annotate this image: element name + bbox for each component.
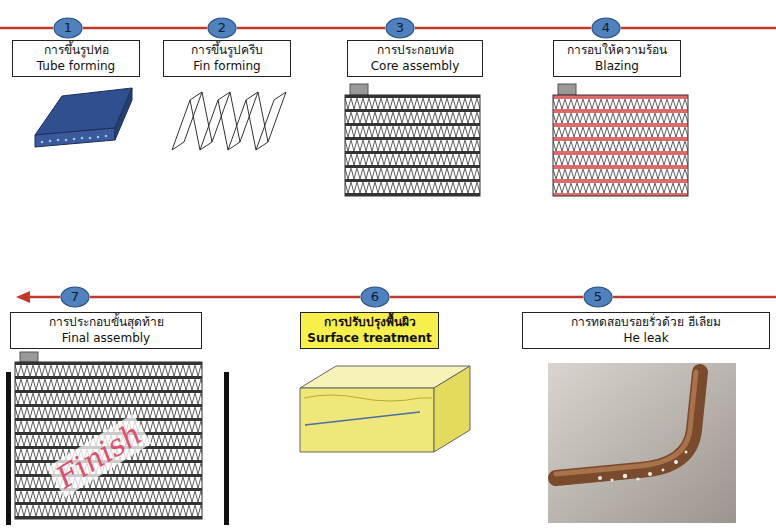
process-box: การประกอบท่อCore assembly — [347, 40, 483, 77]
process-box: การอบให้ความร้อนBlazing — [553, 40, 681, 77]
process-box: การประกอบขั้นสุดท้ายFinal assembly — [10, 312, 202, 349]
flow-arrowhead — [16, 291, 30, 303]
step-text: He leak — [528, 331, 764, 347]
fin-illustration — [172, 92, 286, 150]
treatment-tank — [300, 366, 470, 452]
step-text: การปรับปรุงพื้นผิว — [306, 315, 433, 331]
step-text: Blazing — [559, 59, 675, 75]
step-text: 5 — [583, 286, 613, 308]
flow-connector — [90, 296, 360, 299]
step-text: Tube forming — [18, 59, 134, 75]
step-number: 3 — [385, 17, 415, 39]
stamp-label: Finish — [46, 414, 151, 498]
step-number: 2 — [207, 17, 237, 39]
process-box: การขึ้นรูปครีบFin forming — [163, 40, 291, 77]
step-number: 5 — [583, 286, 613, 308]
step-text: 2 — [207, 17, 237, 39]
step-number: 6 — [360, 286, 390, 308]
flow-connector — [415, 27, 591, 30]
step-text: 4 — [591, 17, 621, 39]
step-text: การขึ้นรูปครีบ — [169, 43, 285, 59]
flow-connector — [83, 27, 207, 30]
flow-connector — [390, 296, 583, 299]
flow-line — [0, 28, 776, 297]
step-text: การประกอบท่อ — [353, 43, 477, 59]
step-text: 1 — [53, 17, 83, 39]
process-box: การปรับปรุงพื้นผิวSurface treatment — [300, 312, 439, 349]
step-text: Core assembly — [353, 59, 477, 75]
step-text: Final assembly — [16, 331, 196, 347]
brazing-illustration — [553, 84, 688, 196]
step-text: การประกอบขั้นสุดท้าย — [16, 315, 196, 331]
leak-photo — [548, 363, 736, 523]
core-illustration — [345, 84, 480, 196]
step-text: Fin forming — [169, 59, 285, 75]
flow-connector — [237, 27, 385, 30]
step-number: 7 — [60, 286, 90, 308]
step-number: 4 — [591, 17, 621, 39]
step-text: การทดสอบรอยรั่วด้วย ฮีเลียม — [528, 315, 764, 331]
step-text: 6 — [360, 286, 390, 308]
process-box: การขึ้นรูปท่อTube forming — [12, 40, 140, 77]
step-text: Surface treatment — [306, 331, 433, 347]
process-box: การทดสอบรอยรั่วด้วย ฮีเลียมHe leak — [522, 312, 770, 349]
tube-illustration — [35, 88, 132, 147]
step-text: การอบให้ความร้อน — [559, 43, 675, 59]
step-text: 3 — [385, 17, 415, 39]
final-radiator — [6, 352, 229, 525]
step-text: 7 — [60, 286, 90, 308]
step-text: การขึ้นรูปท่อ — [18, 43, 134, 59]
step-number: 1 — [53, 17, 83, 39]
